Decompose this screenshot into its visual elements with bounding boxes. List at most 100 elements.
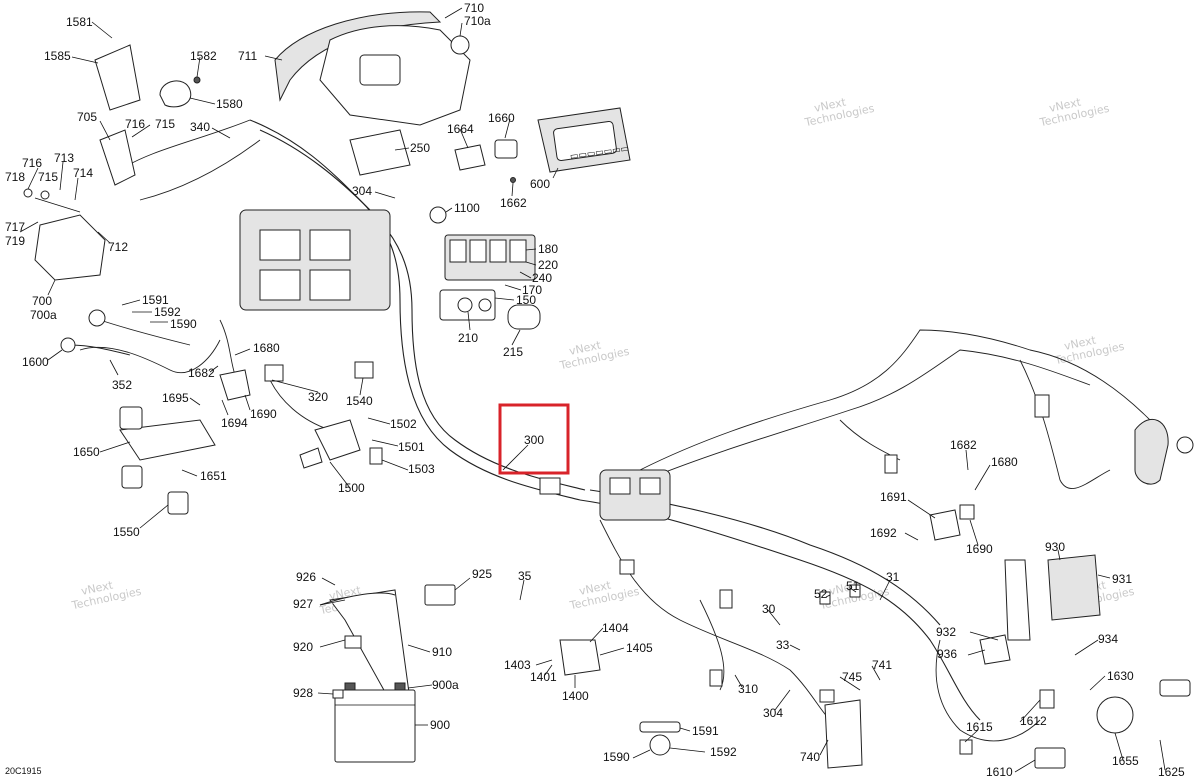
horn-1580 bbox=[159, 80, 192, 108]
callout-label: 1592 bbox=[710, 745, 737, 759]
callout-label: 250 bbox=[410, 141, 430, 155]
callout-label: 1664 bbox=[447, 122, 474, 136]
callout-label: 310 bbox=[738, 682, 758, 696]
sensor-1590 bbox=[88, 309, 106, 327]
callout-label: 30 bbox=[762, 602, 776, 616]
callout-label: 925 bbox=[472, 567, 492, 581]
battery-900 bbox=[334, 689, 416, 763]
highlight-box-300 bbox=[498, 403, 570, 475]
callout-label: 52 bbox=[814, 587, 828, 601]
callout-label: 1655 bbox=[1112, 754, 1139, 768]
callout-label: 930 bbox=[1045, 540, 1065, 554]
callout-label: 1581 bbox=[66, 15, 93, 29]
callout-label: 1404 bbox=[602, 621, 629, 635]
relay-block bbox=[259, 229, 301, 261]
callout-label: 600 bbox=[530, 177, 550, 191]
connector bbox=[619, 559, 635, 575]
sensor-700 bbox=[34, 214, 106, 281]
callout-label: 1590 bbox=[603, 750, 630, 764]
harness-upper-branch bbox=[649, 349, 1091, 479]
nut-1582 bbox=[193, 76, 201, 84]
connector bbox=[884, 454, 898, 474]
callout-label: 1630 bbox=[1107, 669, 1134, 683]
connector-1540 bbox=[354, 361, 374, 379]
callout-label: 180 bbox=[538, 242, 558, 256]
callout-label: 1650 bbox=[73, 445, 100, 459]
callout-label: 712 bbox=[108, 240, 128, 254]
washer-715 bbox=[40, 190, 50, 200]
relay-1550 bbox=[121, 465, 143, 489]
callout-label: 220 bbox=[538, 258, 558, 272]
callout-label: 1403 bbox=[504, 658, 531, 672]
callout-label: 700 bbox=[32, 294, 52, 308]
callout-label: 215 bbox=[503, 345, 523, 359]
callout-label: 932 bbox=[936, 625, 956, 639]
plate-1503 bbox=[369, 447, 383, 465]
ignition-key bbox=[299, 447, 323, 469]
callout-label: 710a bbox=[464, 14, 491, 28]
callout-label: 1680 bbox=[991, 455, 1018, 469]
callout-label: 928 bbox=[293, 686, 313, 700]
bracket-932 bbox=[1004, 559, 1031, 641]
callout-label: 35 bbox=[518, 569, 532, 583]
callout-label: 900a bbox=[432, 678, 459, 692]
bracket-936 bbox=[979, 634, 1011, 665]
module-1650 bbox=[119, 406, 143, 430]
relay-block bbox=[309, 229, 351, 261]
callout-label: 1591 bbox=[692, 724, 719, 738]
callout-labels: 1581 1585 1582 1580 705 716 715 340 711 … bbox=[5, 1, 1185, 779]
harness-rear-main bbox=[579, 499, 981, 721]
relay-1550 bbox=[167, 491, 189, 515]
callout-label: 741 bbox=[872, 658, 892, 672]
callout-label: 1600 bbox=[22, 355, 49, 369]
connector bbox=[609, 477, 631, 495]
callout-label: 1401 bbox=[530, 670, 557, 684]
callout-label: 340 bbox=[190, 120, 210, 134]
module-1610 bbox=[1034, 747, 1066, 769]
callout-label: 713 bbox=[54, 151, 74, 165]
fuse-holder-925 bbox=[424, 584, 456, 606]
callout-label: 1625 bbox=[1158, 765, 1185, 779]
fuse-210 bbox=[457, 297, 473, 313]
callout-label: 31 bbox=[886, 570, 900, 584]
callout-label: 927 bbox=[293, 597, 313, 611]
callout-label: 352 bbox=[112, 378, 132, 392]
callout-label: 1682 bbox=[950, 438, 977, 452]
headlight-bezel-711 bbox=[274, 11, 442, 102]
callout-label: 716 bbox=[125, 117, 145, 131]
callout-label: 51 bbox=[846, 579, 860, 593]
battery-strap-927 bbox=[319, 592, 396, 606]
bracket-1650 bbox=[119, 419, 216, 461]
callout-label: 1405 bbox=[626, 641, 653, 655]
callout-label: 717 bbox=[5, 220, 25, 234]
callout-label: 700a bbox=[30, 308, 57, 322]
connector-320 bbox=[264, 364, 284, 382]
callout-label: 705 bbox=[77, 110, 97, 124]
callout-label: 910 bbox=[432, 645, 452, 659]
tail-light bbox=[1134, 418, 1169, 485]
callout-label: 1680 bbox=[253, 341, 280, 355]
horn-1655 bbox=[1096, 696, 1134, 734]
callout-label: 710 bbox=[464, 1, 484, 15]
callout-label: 1692 bbox=[870, 526, 897, 540]
bracket-1694 bbox=[219, 369, 251, 401]
sensor-1660 bbox=[494, 139, 518, 159]
ignition-switch-1500 bbox=[314, 419, 361, 461]
connector bbox=[1034, 394, 1050, 418]
components: ▭▭▭▭▭▭▭ bbox=[23, 11, 1194, 769]
wire-1680 bbox=[219, 319, 236, 376]
callout-label: 1695 bbox=[162, 391, 189, 405]
wire-1590 bbox=[99, 319, 191, 346]
relay bbox=[509, 239, 527, 263]
spacer-920 bbox=[344, 635, 362, 649]
callout-label: 715 bbox=[155, 117, 175, 131]
headlight-lens bbox=[359, 54, 401, 86]
callout-label: 740 bbox=[800, 750, 820, 764]
bracket-1591b bbox=[639, 721, 681, 733]
callout-label: 934 bbox=[1098, 632, 1118, 646]
callout-label: 1502 bbox=[390, 417, 417, 431]
relay bbox=[449, 239, 467, 263]
relay-block bbox=[259, 269, 301, 301]
callout-label: 1694 bbox=[221, 416, 248, 430]
